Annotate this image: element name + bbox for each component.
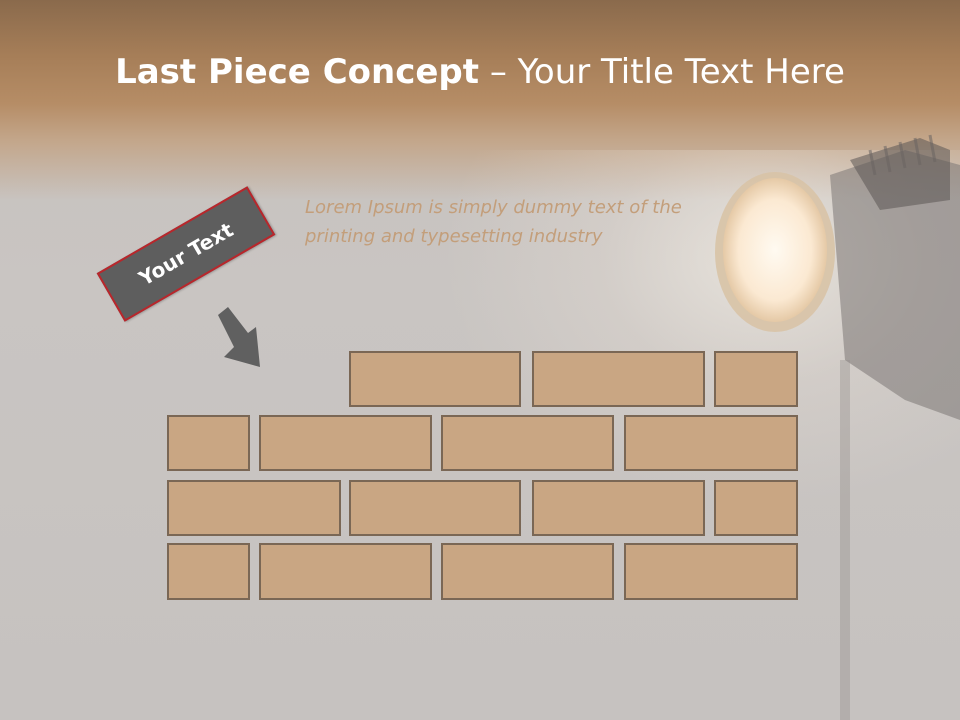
slide-title: Last Piece Concept – Your Title Text Her… — [0, 52, 960, 92]
brick-row4-2 — [259, 543, 432, 600]
brick-row1-1 — [349, 351, 521, 407]
subtitle-line-2: printing and typesetting industry — [305, 226, 603, 247]
brick-row2-3 — [441, 415, 614, 471]
brick-row2-1 — [167, 415, 250, 471]
arrow-down-right-icon — [218, 307, 260, 367]
brick-row4-4 — [624, 543, 798, 600]
brick-row1-3 — [714, 351, 798, 407]
title-bold: Last Piece Concept — [115, 52, 480, 92]
brick-row1-2 — [532, 351, 705, 407]
brick-row3-3 — [532, 480, 705, 536]
subtitle-line-1: Lorem Ipsum is simply dummy text of the — [305, 197, 682, 218]
brick-row3-1 — [167, 480, 341, 536]
brick-row2-4 — [624, 415, 798, 471]
brick-row4-3 — [441, 543, 614, 600]
title-rest: – Your Title Text Here — [479, 52, 845, 92]
subtitle: Lorem Ipsum is simply dummy text of the … — [305, 193, 725, 251]
brick-row2-2 — [259, 415, 432, 471]
brick-row3-2 — [349, 480, 521, 536]
brick-row4-1 — [167, 543, 250, 600]
brick-row3-4 — [714, 480, 798, 536]
